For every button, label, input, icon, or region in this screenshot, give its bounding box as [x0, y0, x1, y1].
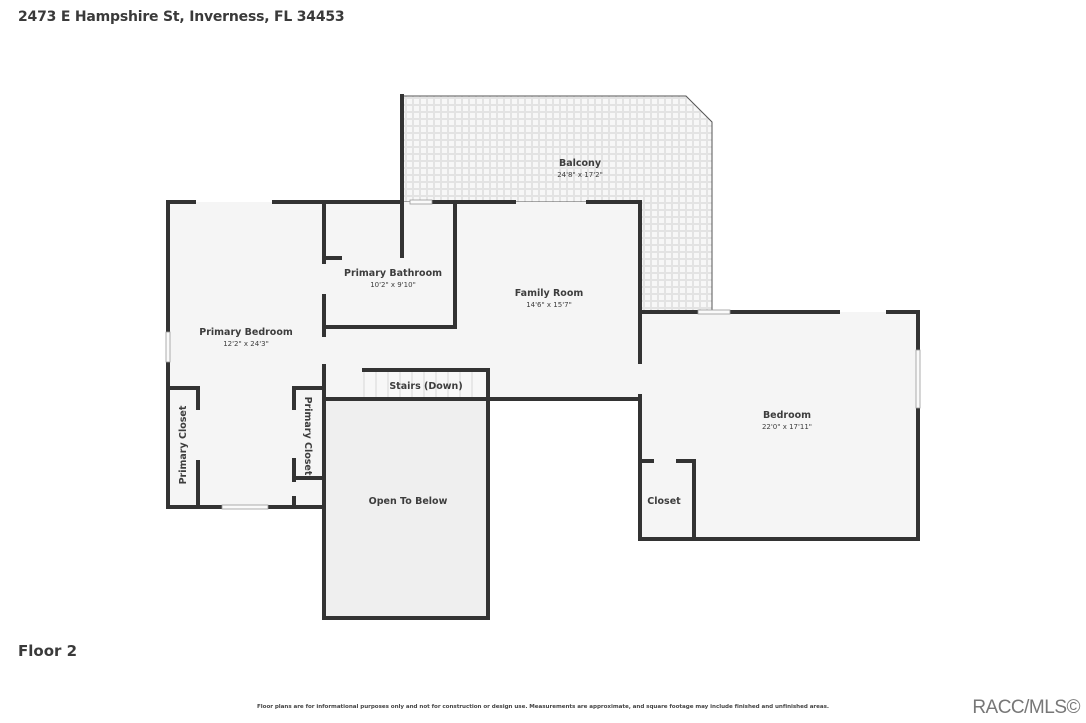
- disclaimer-text: Floor plans are for informational purpos…: [257, 704, 829, 710]
- copyright-watermark: RACC/MLS©: [972, 697, 1080, 718]
- room-label-open-to-below: Open To Below: [369, 496, 448, 507]
- floor-label: Floor 2: [18, 642, 78, 660]
- bedroom-floor: [640, 312, 918, 539]
- windows: [165, 199, 921, 510]
- open-below-floor: [324, 399, 488, 618]
- room-label-primary-closet-right: Primary Closet: [302, 397, 313, 476]
- room-label-closet: Closet: [647, 496, 681, 507]
- room-dim-bedroom: 22'0" x 17'11": [762, 423, 812, 431]
- primary-bedroom-floor: [168, 202, 324, 507]
- room-dim-primary-bedroom: 12'2" x 24'3": [223, 340, 269, 348]
- room-dim-balcony: 24'8" x 17'2": [557, 171, 603, 179]
- property-address: 2473 E Hampshire St, Inverness, FL 34453: [18, 9, 345, 25]
- room-dim-family-room: 14'6" x 15'7": [526, 301, 572, 309]
- walls: [166, 94, 920, 620]
- room-label-primary-bedroom: Primary Bedroom: [199, 327, 293, 338]
- room-label-family-room: Family Room: [515, 288, 584, 299]
- room-label-balcony: Balcony: [559, 158, 602, 169]
- room-label-stairs: Stairs (Down): [389, 381, 462, 392]
- room-label-primary-closet-left: Primary Closet: [178, 405, 189, 484]
- family-room-floor: [324, 202, 640, 399]
- room-dim-primary-bathroom: 10'2" x 9'10": [370, 281, 416, 289]
- room-label-primary-bathroom: Primary Bathroom: [344, 268, 442, 279]
- room-label-bedroom: Bedroom: [763, 410, 811, 421]
